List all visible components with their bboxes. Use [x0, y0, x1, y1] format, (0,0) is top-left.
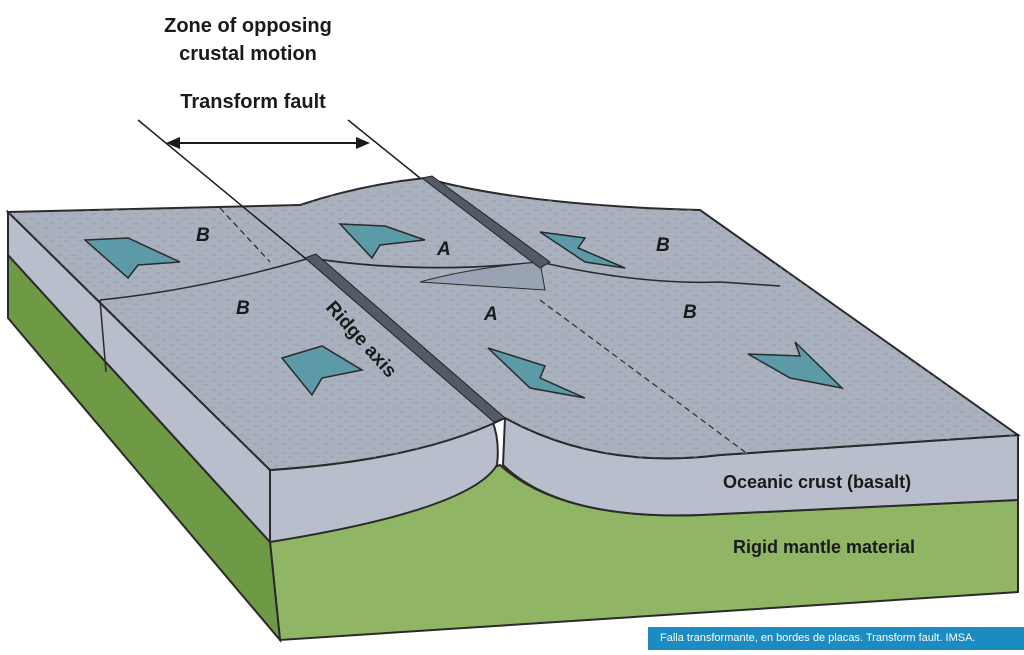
- motion-arrow-lower-left: [280, 345, 365, 397]
- callout-line-right: [347, 119, 421, 179]
- zone-span-arrowhead-left: [166, 137, 180, 149]
- motion-arrow-lower-right: [747, 341, 845, 390]
- plate-label-b-upper-right: B: [656, 235, 670, 256]
- motion-arrow-upper-right: [539, 231, 626, 269]
- motion-arrow-upper-mid: [338, 223, 426, 260]
- rigid-mantle-label: Rigid mantle material: [733, 537, 915, 557]
- zone-span-arrowhead-right: [356, 137, 370, 149]
- plate-label-a-upper: A: [436, 239, 451, 260]
- inactive-fault-lower: [539, 299, 746, 453]
- zone-label-line1: Zone of opposing: [164, 15, 332, 37]
- oceanic-crust-label: Oceanic crust (basalt): [723, 472, 911, 492]
- left-plate-divider: [99, 299, 107, 373]
- zone-label-line2: crustal motion: [179, 43, 317, 65]
- fracture-zone-left: [99, 257, 311, 301]
- plate-label-b-upper-left: B: [196, 225, 210, 246]
- image-caption: Falla transformante, en bordes de placas…: [648, 627, 1024, 650]
- inactive-fault-upper: [219, 207, 271, 263]
- transform-fault-label: Transform fault: [180, 91, 326, 113]
- fracture-zone-right: [539, 261, 781, 287]
- ridge-segment-upper: [420, 175, 551, 269]
- motion-arrow-upper-left: [83, 237, 181, 280]
- plate-label-b-lower-right: B: [683, 302, 697, 323]
- ridge-segment-lower: [304, 253, 506, 423]
- plate-label-b-lower-left: B: [236, 298, 250, 319]
- callout-line-left: [137, 119, 306, 259]
- plate-label-a-lower: A: [483, 304, 498, 325]
- motion-arrow-lower-mid: [487, 347, 586, 399]
- crust-texture: [8, 178, 1018, 470]
